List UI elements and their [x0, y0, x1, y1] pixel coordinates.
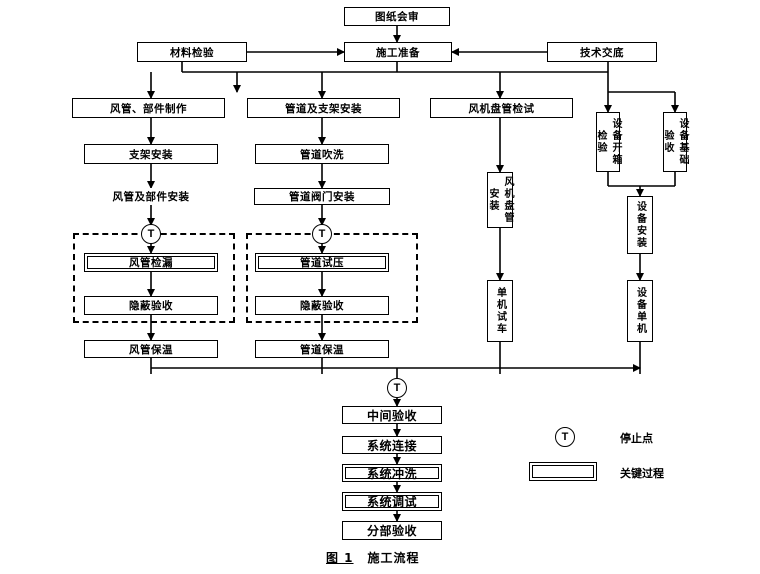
stop-point-icon-left: T	[141, 224, 161, 244]
mid-acceptance-box: 中间验收	[342, 406, 442, 424]
equipment-unpack-box: 设备开箱检验	[595, 112, 621, 172]
duct-insulation-box: 风管保温	[84, 340, 218, 358]
legend-stop-point-label: 停止点	[620, 432, 653, 445]
system-debug-box: 系统调试	[342, 492, 442, 511]
pipe-key-process-group	[246, 233, 418, 323]
pipe-valve-install-box: 管道阀门安装	[254, 188, 390, 205]
support-install-box: 支架安装	[84, 144, 218, 164]
figure-number: 图 1	[326, 551, 354, 565]
legend-key-process-symbol	[529, 462, 597, 481]
construction-prep-box: 施工准备	[344, 42, 452, 62]
materials-check-box: 材料检验	[137, 42, 247, 62]
tech-briefing-box: 技术交底	[547, 42, 657, 62]
duct-fabrication-box: 风管、部件制作	[72, 98, 225, 118]
drawing-review-box: 图纸会审	[344, 7, 450, 26]
fan-coil-install-box: 风机盘管安装	[487, 172, 513, 228]
system-flush-box: 系统冲洗	[342, 464, 442, 482]
stop-point-icon-center: T	[387, 378, 407, 398]
figure-caption: 图 1 施工流程	[326, 549, 420, 566]
hidden-acceptance-right-box: 隐蔽验收	[255, 296, 389, 315]
figure-title: 施工流程	[367, 551, 420, 565]
equipment-install-box: 设备安装	[627, 196, 653, 254]
single-test-run-box: 单机试车	[487, 280, 513, 342]
duct-leak-test-box: 风管检漏	[84, 253, 218, 272]
pipe-flush-box: 管道吹洗	[255, 144, 389, 164]
pipe-support-install-box: 管道及支架安装	[247, 98, 400, 118]
pipe-insulation-box: 管道保温	[255, 340, 389, 358]
pipe-pressure-test-box: 管道试压	[255, 253, 389, 272]
equipment-foundation-box: 设备基础验收	[662, 112, 688, 172]
stop-point-icon-right: T	[312, 224, 332, 244]
sub-acceptance-box: 分部验收	[342, 521, 442, 540]
legend-key-process-label: 关键过程	[620, 467, 664, 480]
legend-stop-point-icon: T	[555, 427, 575, 447]
duct-component-install-box: 风管及部件安装	[77, 188, 225, 205]
equipment-single-box: 设备单机	[627, 280, 653, 342]
hidden-acceptance-left-box: 隐蔽验收	[84, 296, 218, 315]
fan-coil-check-box: 风机盘管检试	[430, 98, 573, 118]
system-connect-box: 系统连接	[342, 436, 442, 454]
